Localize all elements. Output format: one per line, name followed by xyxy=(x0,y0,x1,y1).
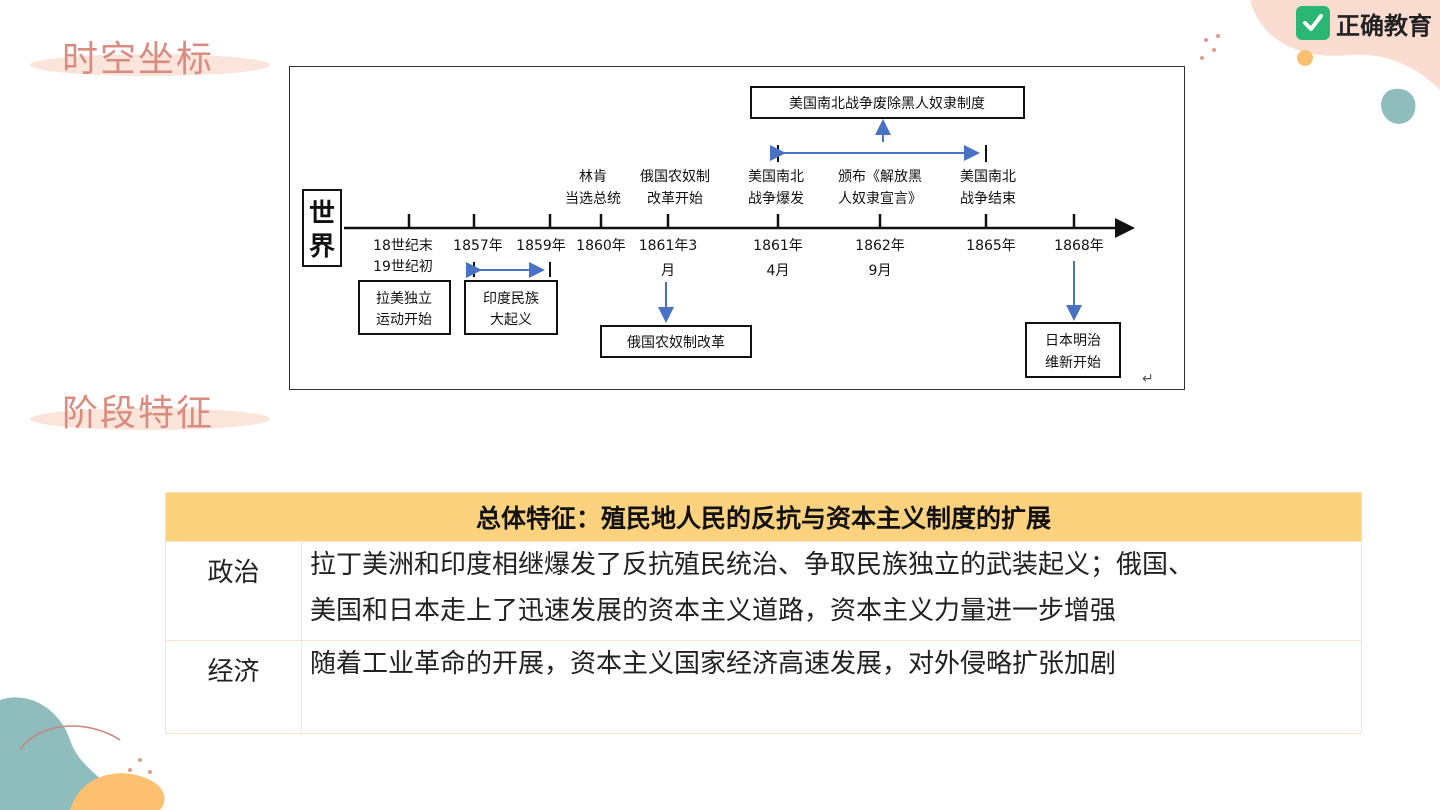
tick-date: 1861年3 xyxy=(639,238,698,254)
event-label-lincoln: 林肯 xyxy=(579,169,607,185)
tick-date: 1862年 xyxy=(855,238,905,254)
tick-date: 1865年 xyxy=(966,238,1016,254)
event-label-civil-war-end: 战争结束 xyxy=(960,191,1016,207)
meiji-text: 日本明治 xyxy=(1045,333,1101,349)
row-category: 政治 xyxy=(166,542,302,640)
return-mark: ↵ xyxy=(1142,371,1154,387)
stage-title: 阶段特征 xyxy=(62,393,215,434)
tick-date: 1860年 xyxy=(576,238,626,254)
row-description: 随着工业革命的开展，资本主义国家经济高速发展，对外侵略扩张加剧 xyxy=(302,641,1361,733)
timeline-diagram: 世 界 18世纪末 19世纪初 1857年 1859年 1860年 1861年3… xyxy=(289,66,1185,390)
event-label-civil-war-start: 战争爆发 xyxy=(748,191,804,207)
stage-features-table: 总体特征：殖民地人民的反抗与资本主义制度的扩展 政治 拉丁美洲和印度相继爆发了反… xyxy=(165,492,1362,734)
russia-reform-text: 俄国农奴制改革 xyxy=(627,334,725,351)
india-text: 大起义 xyxy=(490,312,532,328)
row-description-line: 拉丁美洲和印度相继爆发了反抗殖民统治、争取民族独立的武装起义；俄国、 xyxy=(310,550,1195,580)
event-label-proclamation: 颁布《解放黑 xyxy=(838,169,922,185)
meiji-box xyxy=(1025,322,1121,378)
meiji-text: 维新开始 xyxy=(1045,355,1101,371)
india-text: 印度民族 xyxy=(483,291,539,307)
bottom-left-decoration xyxy=(0,697,165,810)
features-header: 总体特征：殖民地人民的反抗与资本主义制度的扩展 xyxy=(166,493,1361,541)
tick-date: 1857年 xyxy=(453,238,503,254)
tick-date: 19世纪初 xyxy=(373,258,433,275)
world-label-char: 界 xyxy=(309,232,335,262)
event-label-civil-war-start: 美国南北 xyxy=(748,169,804,185)
row-category: 经济 xyxy=(166,641,302,733)
tick-date: 月 xyxy=(661,263,675,279)
spacetime-title: 时空坐标 xyxy=(62,39,215,80)
latin-america-text: 运动开始 xyxy=(376,312,432,328)
world-label-box xyxy=(302,189,342,267)
row-description-line: 美国和日本走上了迅速发展的资本主义道路，资本主义力量进一步增强 xyxy=(310,596,1117,626)
brand-logo: 正确教育 xyxy=(1296,2,1432,44)
event-label-lincoln: 当选总统 xyxy=(565,191,621,207)
abolish-slavery-box xyxy=(750,86,1025,119)
abolish-slavery-text: 美国南北战争废除黑人奴隶制度 xyxy=(789,95,985,112)
event-label-russia-start: 改革开始 xyxy=(647,191,703,207)
tick-date: 1868年 xyxy=(1054,238,1104,254)
table-row: 政治 拉丁美洲和印度相继爆发了反抗殖民统治、争取民族独立的武装起义；俄国、 美国… xyxy=(166,541,1361,640)
tick-date: 18世纪末 xyxy=(373,238,433,254)
table-row: 经济 随着工业革命的开展，资本主义国家经济高速发展，对外侵略扩张加剧 xyxy=(166,640,1361,733)
event-label-russia-start: 俄国农奴制 xyxy=(640,168,710,185)
tick-date: 9月 xyxy=(869,263,892,279)
india-box xyxy=(464,280,558,335)
tick-date: 1859年 xyxy=(516,238,566,254)
check-icon xyxy=(1296,6,1330,40)
tick-date: 4月 xyxy=(767,263,790,279)
row-description: 拉丁美洲和印度相继爆发了反抗殖民统治、争取民族独立的武装起义；俄国、 美国和日本… xyxy=(302,542,1361,640)
event-label-civil-war-end: 美国南北 xyxy=(960,169,1016,185)
brand-name: 正确教育 xyxy=(1336,11,1432,40)
latin-america-box xyxy=(358,280,451,335)
event-label-proclamation: 人奴隶宣言》 xyxy=(838,190,922,207)
tick-date: 1861年 xyxy=(753,238,803,254)
world-label-char: 世 xyxy=(309,199,335,229)
russia-reform-box xyxy=(600,325,752,358)
latin-america-text: 拉美独立 xyxy=(376,291,432,307)
row-description-line: 随着工业革命的开展，资本主义国家经济高速发展，对外侵略扩张加剧 xyxy=(310,649,1117,679)
